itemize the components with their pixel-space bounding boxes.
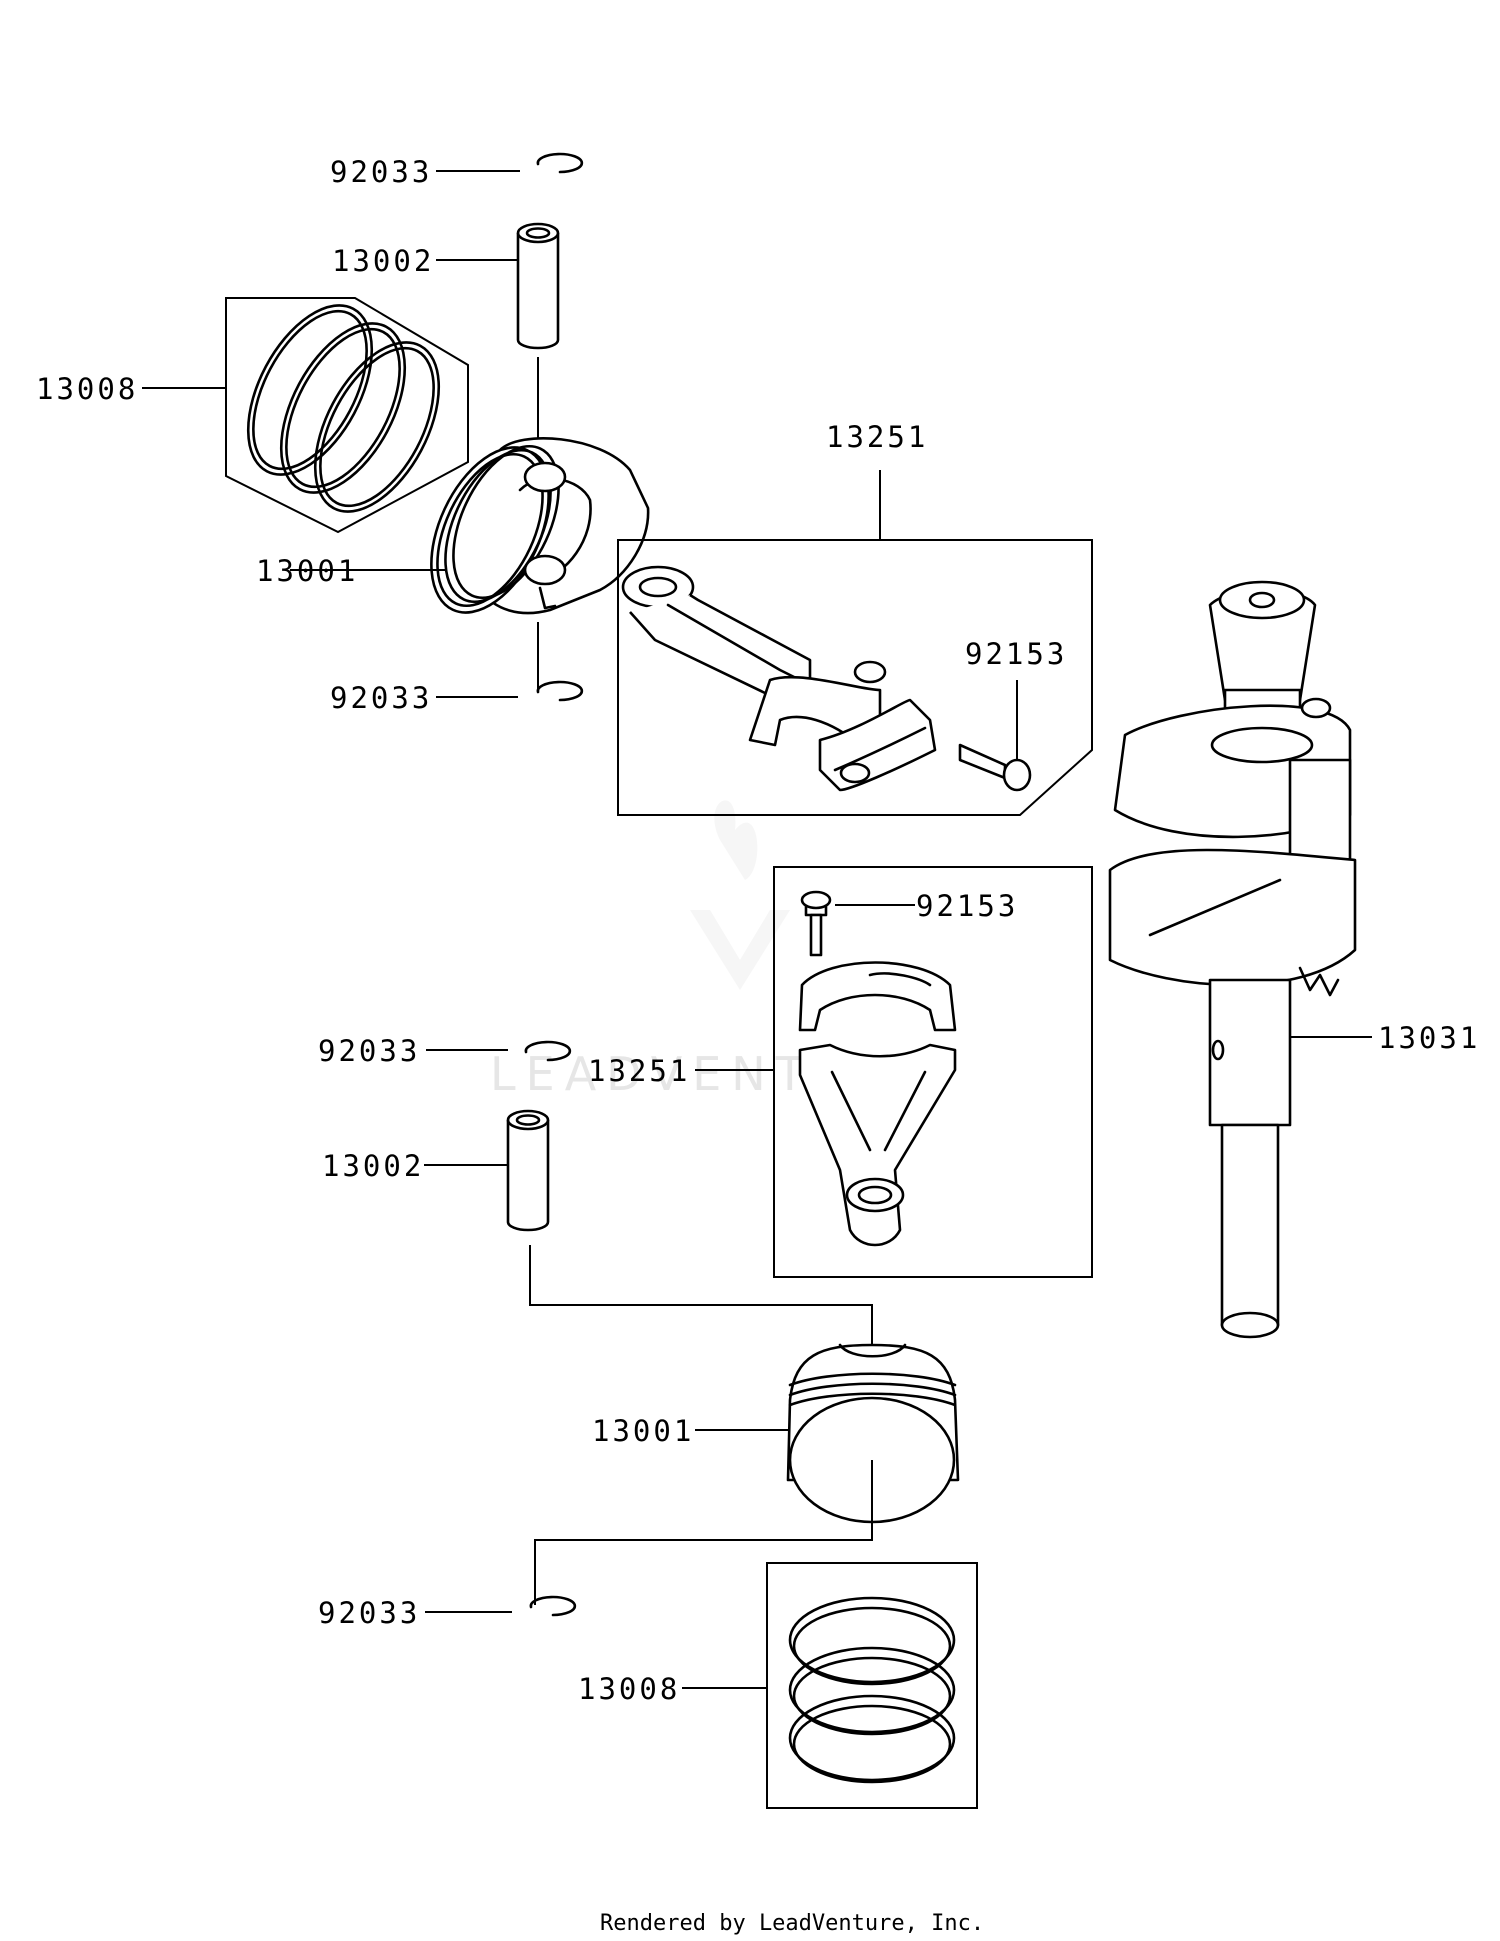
callout-13002-a[interactable]: 13002 <box>332 244 434 278</box>
circlip-top <box>536 152 584 174</box>
piston-pin-lower <box>506 1109 550 1232</box>
callout-13001-b[interactable]: 13001 <box>592 1414 694 1448</box>
circlip-lower-b <box>529 1595 577 1617</box>
callout-13001-a[interactable]: 13001 <box>256 554 358 588</box>
piston-top <box>430 437 650 615</box>
connecting-rod-upper <box>617 539 1093 816</box>
callout-92153-b[interactable]: 92153 <box>916 889 1018 923</box>
callout-92033-d[interactable]: 92033 <box>318 1596 420 1630</box>
callout-92033-c[interactable]: 92033 <box>318 1034 420 1068</box>
callout-13251-a[interactable]: 13251 <box>826 420 928 454</box>
callout-92033-b[interactable]: 92033 <box>330 681 432 715</box>
piston-pin-top <box>516 222 560 350</box>
callout-13031[interactable]: 13031 <box>1378 1021 1480 1055</box>
callout-92033-a[interactable]: 92033 <box>330 155 432 189</box>
footer-credit: Rendered by LeadVenture, Inc. <box>600 1911 984 1936</box>
circlip-mid <box>536 680 584 702</box>
callout-92153-a[interactable]: 92153 <box>965 637 1067 671</box>
callout-13008-a[interactable]: 13008 <box>36 372 138 406</box>
callout-13008-b[interactable]: 13008 <box>578 1672 680 1706</box>
callout-13251-b[interactable]: 13251 <box>588 1054 690 1088</box>
callout-13002-b[interactable]: 13002 <box>322 1149 424 1183</box>
crankshaft <box>1108 580 1357 1339</box>
watermark-logo <box>690 800 790 990</box>
ring-set-lower <box>766 1562 978 1809</box>
circlip-lower-a <box>524 1040 572 1062</box>
connecting-rod-lower <box>773 866 1093 1278</box>
ring-set-top <box>225 297 469 534</box>
